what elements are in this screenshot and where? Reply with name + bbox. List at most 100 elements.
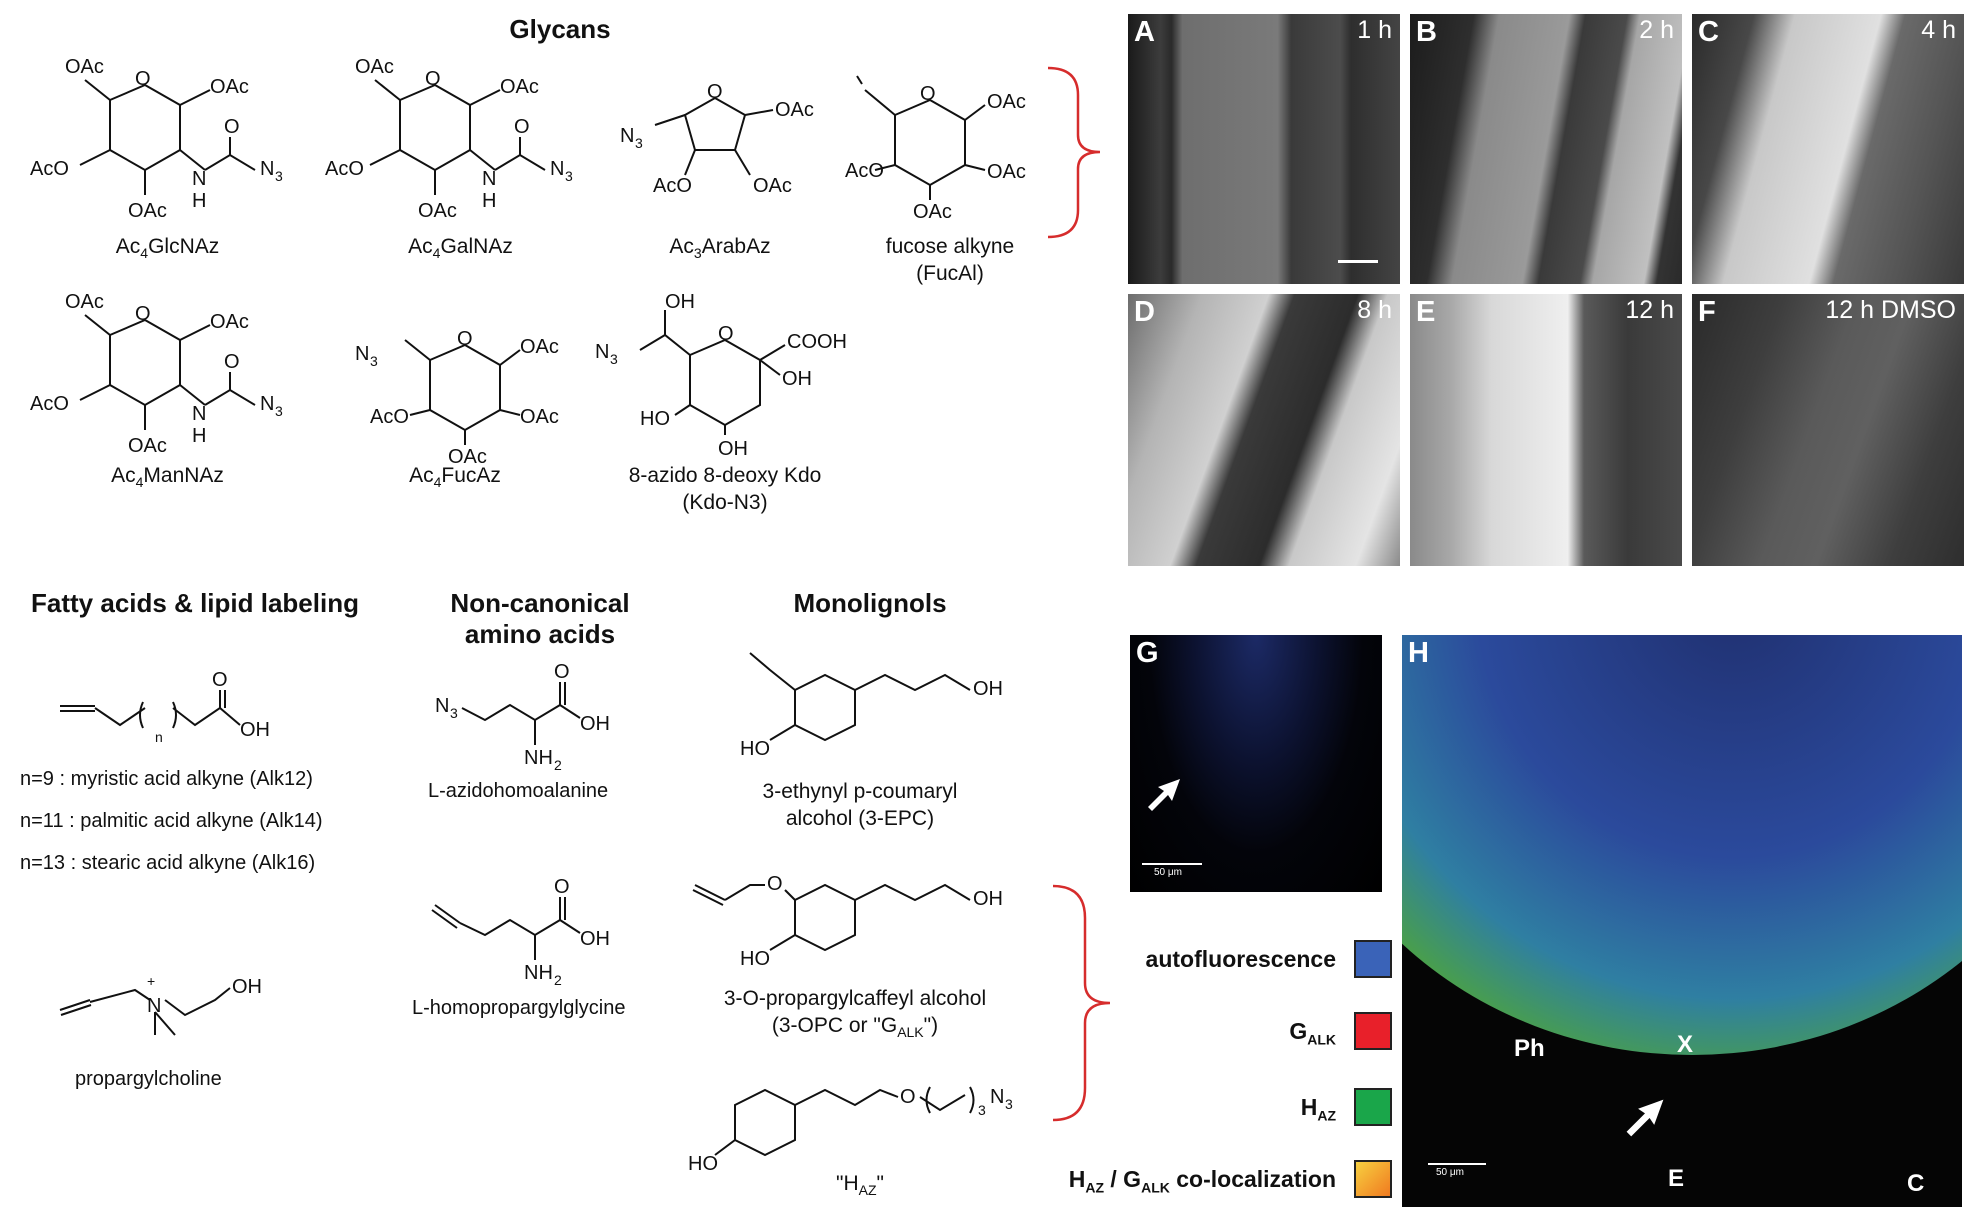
atom-subscript: 3 bbox=[635, 135, 643, 151]
atom-label: O bbox=[514, 116, 530, 138]
aha-label: L-azidohomoalanine bbox=[428, 780, 609, 802]
atom-label: HO bbox=[688, 1153, 718, 1175]
atom-label: O bbox=[212, 670, 228, 691]
panel-g-arrow-icon bbox=[1148, 779, 1180, 811]
atom-label: COOH bbox=[787, 331, 847, 353]
atom-label: O bbox=[718, 323, 734, 345]
atom-label: OH bbox=[240, 719, 270, 741]
panel-a: A 1 h bbox=[1128, 14, 1400, 284]
panel-c: C 4 h bbox=[1692, 14, 1964, 284]
atom-label: O bbox=[457, 328, 473, 350]
galnaz-structure: OAc O OAc AcO OAc N H O N 3 bbox=[325, 56, 573, 222]
fatty-acids-header: Fatty acids & lipid labeling bbox=[31, 588, 359, 618]
atom-label: OAc bbox=[520, 406, 559, 428]
glcnaz-label: Ac4GlcNAz bbox=[115, 235, 220, 262]
ncaa-header-line2: amino acids bbox=[464, 619, 616, 649]
arabaz-label: Ac3ArabAz bbox=[669, 235, 771, 262]
fucaz-structure: N 3 O OAc OAc AcO OAc bbox=[355, 328, 559, 465]
atom-subscript: 3 bbox=[450, 705, 458, 721]
legend-coloc-part3: co-localization bbox=[1169, 1166, 1336, 1192]
panel-c-time: 4 h bbox=[1921, 16, 1956, 44]
atom-label: N bbox=[595, 341, 609, 363]
atom-label: OAc bbox=[520, 336, 559, 358]
aha-structure: N 3 O OH NH 2 bbox=[435, 661, 610, 773]
atom-label: N bbox=[620, 125, 634, 147]
atom-label: N bbox=[192, 168, 206, 190]
atom-subscript: + bbox=[147, 973, 155, 989]
atom-label: OH bbox=[580, 928, 610, 950]
epc-structure: HO OH bbox=[740, 652, 1003, 760]
kdo-n3-label-line2: (Kdo-N3) bbox=[682, 491, 768, 514]
haz-label: "HAZ" bbox=[810, 1170, 910, 1204]
atom-subscript: 3 bbox=[370, 353, 378, 369]
galnaz-label: Ac4GalNAz bbox=[408, 235, 513, 262]
atom-label: O bbox=[554, 876, 570, 898]
panel-f-letter: F bbox=[1698, 296, 1716, 328]
alk14-label: n=11 : palmitic acid alkyne (Alk14) bbox=[20, 810, 323, 832]
panel-a-time: 1 h bbox=[1357, 16, 1392, 44]
panel-a-letter: A bbox=[1134, 16, 1155, 48]
opc-structure: O HO OH bbox=[692, 873, 1003, 970]
fucal-structure: O OAc OAc AcO OAc bbox=[845, 75, 1026, 220]
legend-autofluorescence-swatch bbox=[1354, 940, 1392, 978]
panel-e-letter: E bbox=[1416, 296, 1436, 328]
atom-label: AcO bbox=[30, 158, 69, 180]
atom-label: AcO bbox=[30, 393, 69, 415]
atom-label: NH bbox=[524, 747, 553, 769]
legend-galk-main: G bbox=[1289, 1018, 1308, 1044]
legend-haz-sub: AZ bbox=[1317, 1107, 1336, 1124]
atom-label: O bbox=[135, 303, 151, 325]
fucal-label-line1: fucose alkyne bbox=[885, 235, 1015, 258]
panel-g-scale-text: 50 μm bbox=[1154, 867, 1182, 878]
atom-label: OAc bbox=[210, 311, 249, 333]
panel-b: B 2 h bbox=[1410, 14, 1682, 284]
atom-label: NH bbox=[524, 962, 553, 984]
legend-autofluorescence-label: autofluorescence bbox=[1145, 946, 1336, 972]
legend-autofluorescence: autofluorescence bbox=[1120, 940, 1392, 980]
atom-label: O bbox=[707, 81, 723, 103]
atom-subscript: 3 bbox=[565, 168, 573, 184]
atom-label: OH bbox=[782, 368, 812, 390]
atom-label: N bbox=[147, 995, 161, 1017]
atom-label: O bbox=[135, 68, 151, 90]
atom-label: N bbox=[192, 403, 206, 425]
haz-structure: HO O 3 N 3 bbox=[688, 1086, 1013, 1175]
panel-b-time: 2 h bbox=[1639, 16, 1674, 44]
epc-label-line1: 3-ethynyl p-coumaryl bbox=[762, 780, 958, 803]
opc-label-part1: (3-OPC or "G bbox=[771, 1014, 898, 1037]
atom-label: OAc bbox=[448, 446, 487, 465]
panel-c-letter: C bbox=[1698, 16, 1719, 48]
kdo-n3-structure: OH N 3 O COOH OH HO OH bbox=[595, 291, 847, 460]
opc-label-part2: ") bbox=[923, 1014, 939, 1037]
atom-label: OAc bbox=[355, 56, 394, 78]
fucaz-label: Ac4FucAz bbox=[409, 464, 501, 491]
alk12-label: n=9 : myristic acid alkyne (Alk12) bbox=[20, 768, 313, 790]
legend-galk-swatch bbox=[1354, 1012, 1392, 1050]
atom-subscript: 2 bbox=[554, 757, 562, 773]
haz-label-sub: AZ bbox=[858, 1182, 877, 1199]
atom-label: OAc bbox=[128, 435, 167, 457]
atom-label: O bbox=[425, 68, 441, 90]
epc-label: 3-ethynyl p-coumaryl alcohol (3-EPC) bbox=[735, 778, 985, 832]
legend-galk-sub: ALK bbox=[1307, 1031, 1336, 1048]
atom-label: OH bbox=[973, 888, 1003, 910]
panel-h-tissue bbox=[1402, 635, 1962, 1055]
fatty-acid-alkyne-structure: n O OH bbox=[60, 670, 270, 745]
legend-coloc-sub1: AZ bbox=[1085, 1179, 1105, 1196]
opc-label-line1: 3-O-propargylcaffeyl alcohol bbox=[723, 987, 987, 1010]
mannaz-structure: OAc O OAc AcO OAc N H O N 3 bbox=[30, 291, 283, 457]
propargylcholine-label: propargylcholine bbox=[75, 1068, 222, 1090]
atom-subscript: 3 bbox=[978, 1102, 986, 1118]
legend-haz-swatch bbox=[1354, 1088, 1392, 1126]
atom-label: N bbox=[990, 1086, 1004, 1108]
panel-b-letter: B bbox=[1416, 16, 1437, 48]
atom-label: OH bbox=[973, 678, 1003, 700]
legend-haz-label: HAZ bbox=[1301, 1094, 1336, 1124]
panel-f: F 12 h DMSO bbox=[1692, 294, 1964, 566]
atom-label: O bbox=[224, 116, 240, 138]
atom-label: OH bbox=[718, 438, 748, 460]
hpg-structure: O OH NH 2 bbox=[431, 876, 610, 988]
atom-label: OAc bbox=[753, 175, 792, 197]
atom-label: OAc bbox=[65, 291, 104, 313]
panel-h-arrow-icon bbox=[1626, 1099, 1664, 1137]
